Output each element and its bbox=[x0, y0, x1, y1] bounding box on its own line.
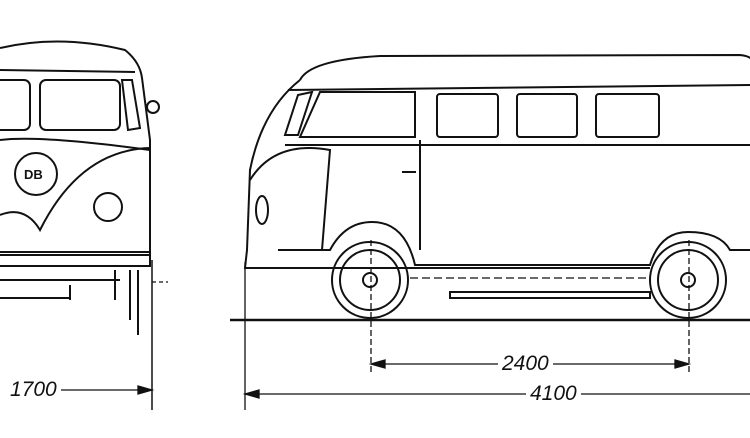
dimension-lines bbox=[60, 240, 750, 410]
wheelbase-label: 2400 bbox=[498, 353, 553, 375]
front-view bbox=[0, 40, 168, 410]
side-view bbox=[230, 53, 750, 322]
overall-length-label: 4100 bbox=[526, 383, 581, 405]
track-width-label: 1700 bbox=[6, 379, 61, 401]
db-badge-circle bbox=[14, 152, 58, 196]
db-badge-text: DB bbox=[24, 167, 43, 182]
headlight bbox=[93, 192, 123, 222]
